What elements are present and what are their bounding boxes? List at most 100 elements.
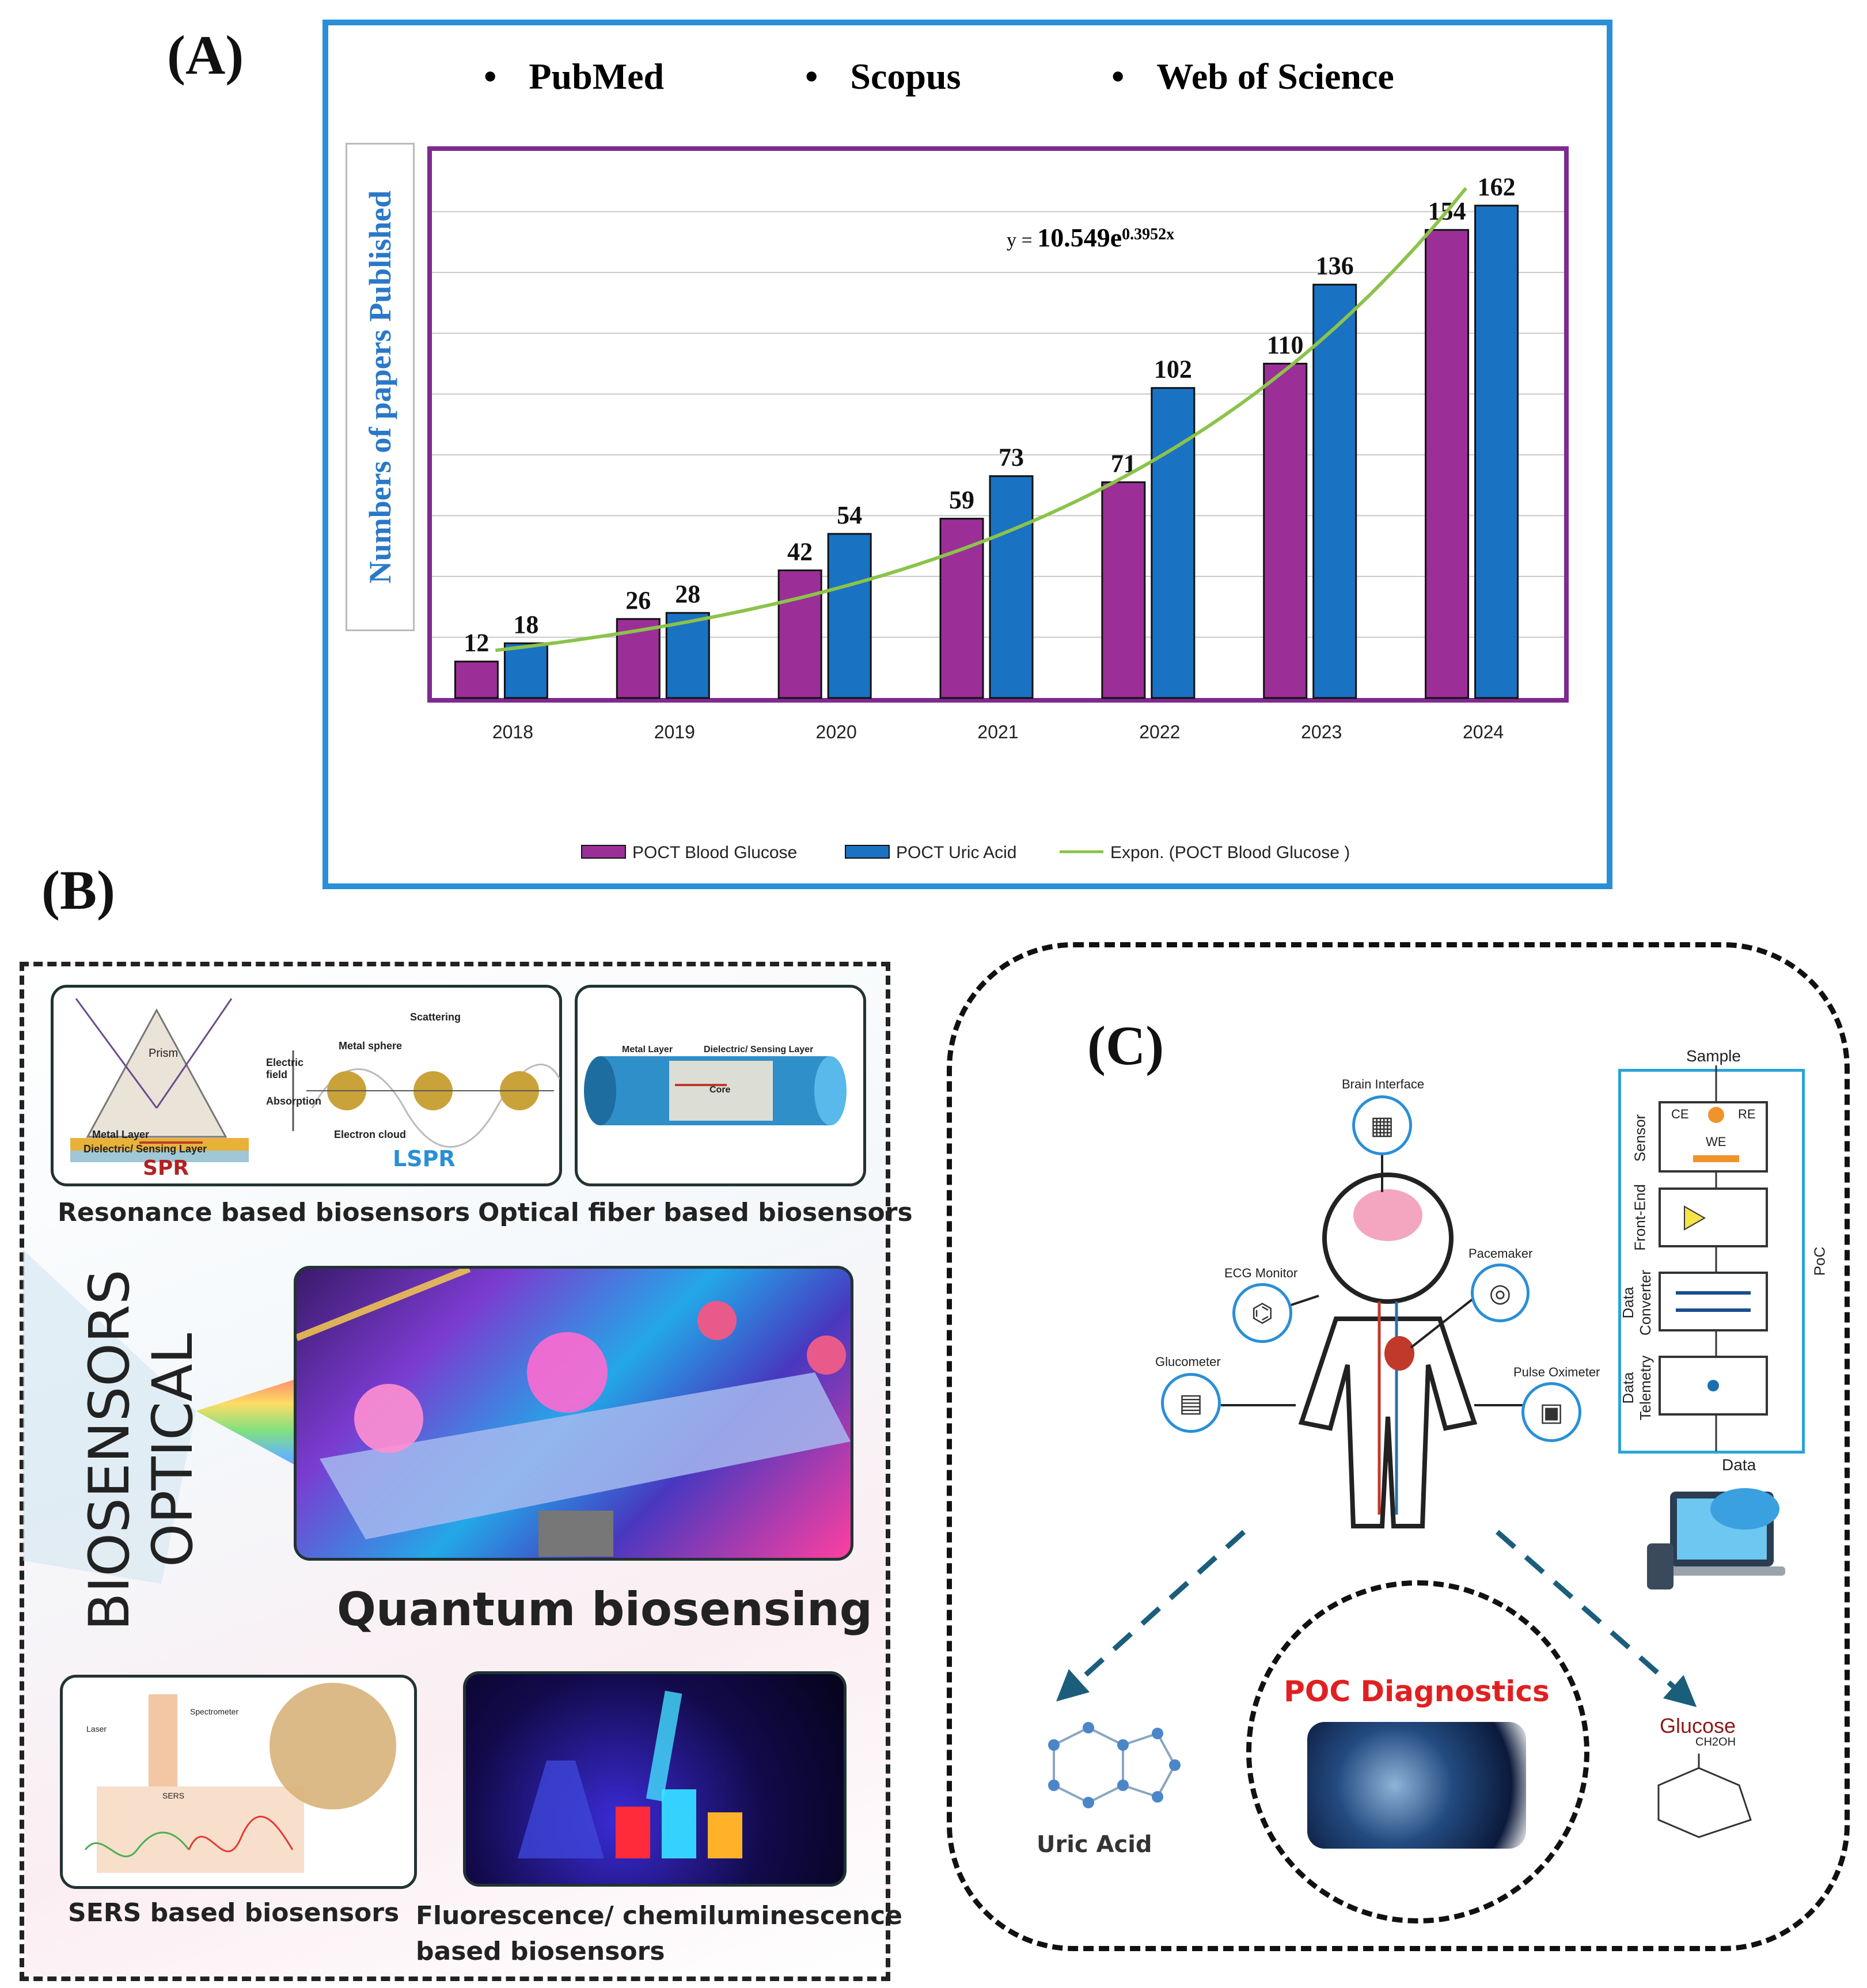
poc-label: PoC — [1811, 1246, 1828, 1276]
laptop-cloud-illustration — [1647, 1488, 1785, 1589]
poc-diagnostics-title: POC Diagnostics — [1284, 1675, 1550, 1708]
poc-block-diagram — [1659, 1065, 1768, 1451]
bar-value-label: 26 — [625, 586, 651, 614]
optical-fiber-illustration — [584, 1056, 847, 1125]
electron-cloud-label: Electron cloud — [334, 1129, 407, 1140]
legend-label: POCT Blood Glucose — [632, 843, 797, 862]
bar-blood-glucose — [1425, 229, 1470, 699]
glucose-label: Glucose — [1660, 1714, 1736, 1737]
optical-biosensors-side-title: BIOSENSORS OPTICAL — [77, 1269, 205, 1631]
poc-diagnostics-circle — [1246, 1580, 1589, 1923]
re-label: RE — [1738, 1107, 1756, 1121]
absorption-label: Absorption — [266, 1095, 321, 1107]
uric-acid-label: Uric Acid — [1037, 1831, 1152, 1858]
x-tick-label: 2018 — [492, 722, 533, 742]
sers-caption: SERS based biosensors — [68, 1898, 400, 1928]
metal-layer-label: Metal Layer — [92, 1129, 150, 1140]
poc-panel-border — [947, 942, 1850, 1951]
metal-sphere-label: Metal sphere — [339, 1040, 403, 1052]
diagnostic-arrows — [1056, 1530, 1697, 1708]
bar-blood-glucose — [1263, 362, 1308, 699]
fiber-core-label: Core — [709, 1085, 731, 1095]
x-tick-label: 2022 — [1139, 722, 1180, 742]
bar-blood-glucose — [777, 569, 822, 699]
prism-label: Prism — [149, 1047, 179, 1060]
bar-blood-glucose — [454, 661, 499, 699]
source-web-of-science: •Web of Science — [1111, 56, 1394, 97]
bar-value-label: 54 — [837, 501, 862, 529]
pulse-oximeter-icon: ▣ — [1521, 1382, 1581, 1442]
x-tick-label: 2020 — [816, 722, 857, 742]
bar-value-label: 12 — [464, 629, 489, 657]
bar-value-label: 110 — [1267, 331, 1304, 359]
pacemaker-label: Pacemaker — [1468, 1246, 1533, 1261]
human-body-illustration — [1298, 1173, 1478, 1528]
bar-value-label: 28 — [675, 580, 700, 608]
pacemaker-icon: ◎ — [1471, 1264, 1530, 1322]
sample-label: Sample — [1686, 1047, 1741, 1065]
source-pubmed: •PubMed — [484, 56, 665, 97]
x-tick-label: 2021 — [977, 722, 1018, 742]
lspr-label: LSPR — [393, 1146, 456, 1171]
fiber-metal-layer-label: Metal Layer — [622, 1045, 673, 1054]
glucose-structure — [1657, 1754, 1752, 1838]
bar-value-label: 42 — [787, 537, 813, 566]
bar-uric-acid — [503, 642, 548, 699]
prism-light-decoration — [23, 1250, 322, 1584]
sensor-label: Sensor — [1631, 1114, 1649, 1162]
bar-value-label: 102 — [1154, 355, 1192, 384]
bar-value-label: 59 — [949, 486, 974, 514]
front-end-label: Front-End — [1631, 1184, 1649, 1251]
pulse-oximeter-label: Pulse Oximeter — [1513, 1365, 1600, 1379]
resonance-caption: Resonance based biosensors — [58, 1198, 470, 1227]
electric-field-label: Electric field — [266, 1057, 304, 1080]
bar-value-label: 18 — [513, 610, 538, 639]
ce-label: CE — [1671, 1107, 1689, 1121]
legend-label: Expon. (POCT Blood Glucose ) — [1110, 843, 1350, 862]
spectrometer-label: Spectrometer — [190, 1707, 239, 1716]
poc-block-frame — [1618, 1069, 1805, 1454]
bar-value-label: 162 — [1478, 173, 1516, 201]
legend-label: POCT Uric Acid — [896, 843, 1017, 862]
bar-uric-acid — [1474, 204, 1519, 699]
x-tick-label: 2019 — [654, 722, 695, 742]
optical-fiber-caption: Optical fiber based biosensors — [478, 1198, 913, 1227]
glucometer-label: Glucometer — [1155, 1355, 1221, 1369]
glucometer-icon: ▤ — [1161, 1373, 1221, 1433]
ecg-monitor-label: ECG Monitor — [1224, 1266, 1298, 1280]
fluorescence-image — [463, 1671, 847, 1887]
legend-swatch — [845, 845, 890, 859]
legend-swatch — [581, 845, 626, 859]
dielectric-layer-label: Dielectric/ Sensing Layer — [84, 1143, 207, 1155]
plot-area-border — [427, 146, 1569, 703]
ecg-monitor-icon: ⌬ — [1232, 1283, 1292, 1343]
fiber-dielectric-label: Dielectric/ Sensing Layer — [704, 1045, 814, 1054]
bar-uric-acid — [1151, 387, 1196, 699]
sers-illustration — [84, 1683, 396, 1873]
exponential-trendline — [495, 187, 1467, 652]
data-label: Data — [1722, 1456, 1756, 1474]
panel-a-letter: (A) — [167, 24, 244, 86]
sers-label: SERS — [162, 1791, 185, 1800]
chip-icon: ▦ — [1352, 1095, 1412, 1155]
y-axis-title-box — [346, 143, 415, 631]
laser-label: Laser — [86, 1724, 107, 1733]
bar-uric-acid — [827, 533, 872, 699]
source-scopus: •Scopus — [805, 56, 961, 97]
bar-uric-acid — [989, 475, 1034, 699]
brain-interface-label: Brain Interface — [1342, 1077, 1425, 1091]
bar-value-label: 136 — [1316, 252, 1354, 280]
x-tick-label: 2023 — [1301, 722, 1342, 742]
bar-value-label: 73 — [999, 443, 1024, 472]
quantum-biosensing-image — [294, 1266, 853, 1561]
panel-c-letter: (C) — [1087, 1015, 1164, 1076]
fluorescence-caption: Fluorescence/ chemiluminescence based bi… — [416, 1901, 903, 1966]
trendline-equation: y = 10.549e0.3952x — [1007, 223, 1175, 252]
bar-uric-acid — [665, 612, 710, 699]
uric-acid-structure — [1048, 1722, 1181, 1808]
spr-label: SPR — [143, 1156, 189, 1180]
glowing-flasks-illustration — [518, 1690, 742, 1858]
bar-uric-acid — [1312, 283, 1357, 699]
